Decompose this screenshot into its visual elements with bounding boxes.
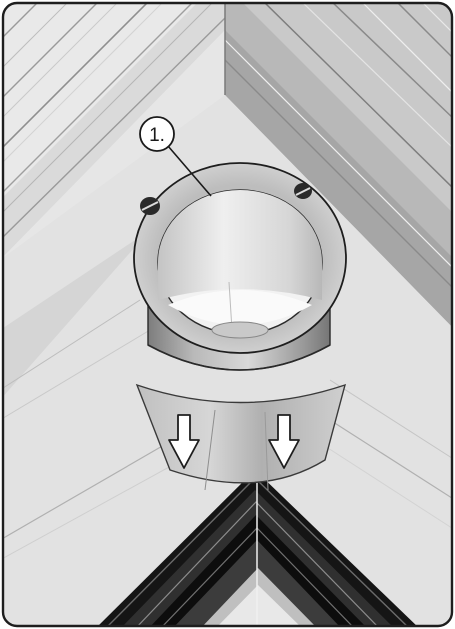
callout-1: 1. bbox=[139, 116, 175, 152]
callout-leader-line bbox=[167, 145, 212, 197]
down-arrow-icon bbox=[168, 414, 200, 469]
left-frame-moulding bbox=[3, 3, 226, 260]
callout-label: 1. bbox=[149, 125, 165, 146]
right-frame-moulding bbox=[224, 3, 452, 330]
seal-profile bbox=[95, 470, 420, 626]
down-arrow-icon bbox=[268, 414, 300, 469]
top-ring bbox=[133, 162, 347, 354]
screw-icon bbox=[140, 197, 160, 215]
callout-circle bbox=[139, 116, 175, 152]
screw-icon bbox=[294, 183, 312, 199]
